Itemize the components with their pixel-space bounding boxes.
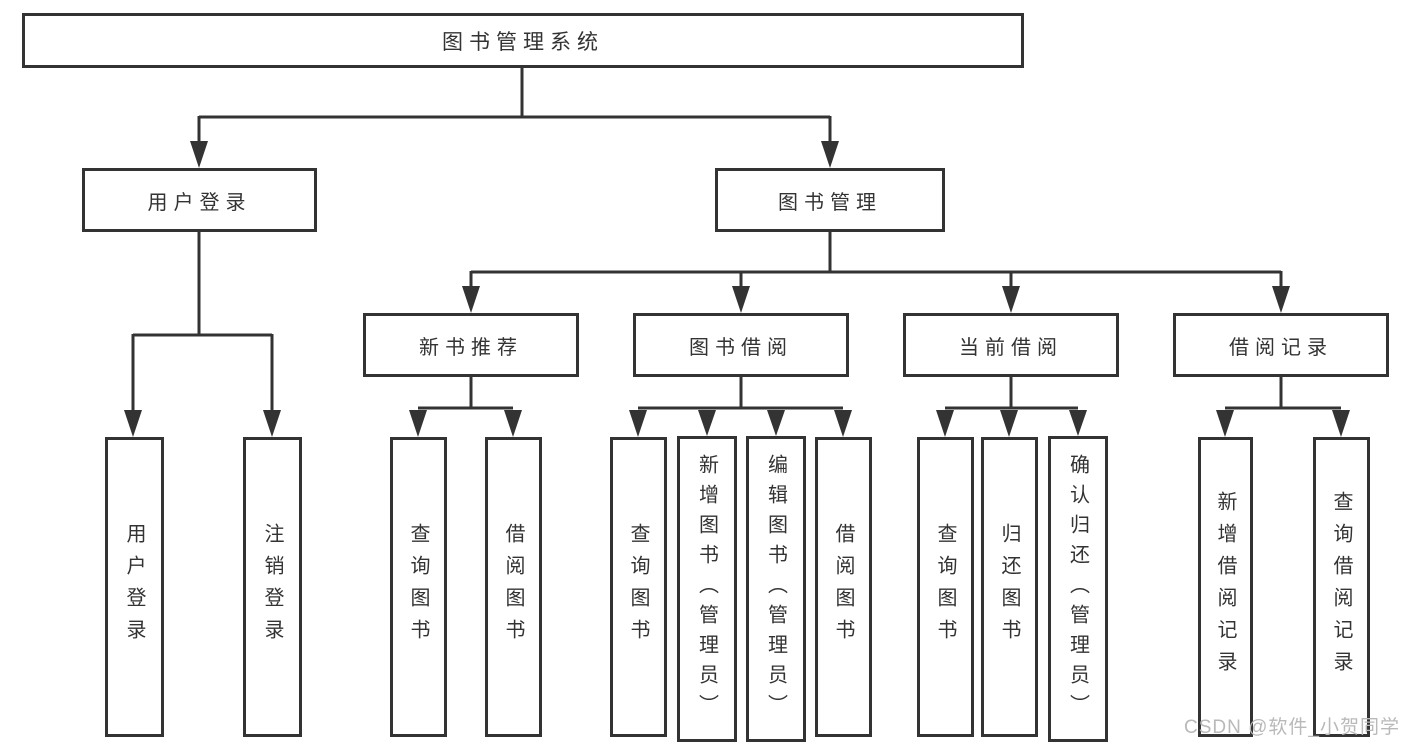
leaf-records-add-record: 新增借阅记录 <box>1198 437 1253 737</box>
leaf-recommend-query-books-label: 查询图书 <box>407 523 429 651</box>
node-book-management: 图书管理 <box>715 168 945 232</box>
leaf-current-confirm-return-admin-label: 确认归还（管理员） <box>1066 454 1089 724</box>
csdn-watermark: CSDN @软件_小贺同学 <box>1184 717 1400 738</box>
leaf-borrowing-query-books-label: 查询图书 <box>627 523 649 651</box>
leaf-recommend-borrow-books-label: 借阅图书 <box>502 523 524 651</box>
leaf-current-query-books: 查询图书 <box>917 437 974 737</box>
node-library-management-system: 图书管理系统 <box>22 13 1024 68</box>
leaf-borrowing-edit-books-admin-label: 编辑图书（管理员） <box>764 454 787 724</box>
leaf-user-login: 用户登录 <box>105 437 164 737</box>
leaf-borrowing-add-books-admin-label: 新增图书（管理员） <box>695 454 718 724</box>
leaf-current-return-books: 归还图书 <box>981 437 1038 737</box>
leaf-logout-label: 注销登录 <box>261 523 283 651</box>
leaf-borrowing-add-books-admin: 新增图书（管理员） <box>677 436 737 742</box>
arrowheads <box>124 141 1350 437</box>
connector-level3-to-leaves <box>418 376 1341 410</box>
leaf-user-login-label: 用户登录 <box>123 523 145 651</box>
leaf-current-confirm-return-admin: 确认归还（管理员） <box>1048 436 1108 742</box>
leaf-current-query-books-label: 查询图书 <box>934 523 956 651</box>
leaf-recommend-query-books: 查询图书 <box>390 437 447 737</box>
node-user-login-group: 用户登录 <box>82 168 317 232</box>
connector-user-login-to-leaves <box>131 231 274 411</box>
connector-root-to-level2 <box>197 67 832 143</box>
leaf-borrowing-borrow-books-label: 借阅图书 <box>832 523 854 651</box>
node-new-book-recommend: 新书推荐 <box>363 313 579 377</box>
leaf-records-query-record: 查询借阅记录 <box>1313 437 1370 737</box>
leaf-borrowing-edit-books-admin: 编辑图书（管理员） <box>746 436 806 742</box>
leaf-recommend-borrow-books: 借阅图书 <box>485 437 542 737</box>
leaf-records-query-record-label: 查询借阅记录 <box>1330 491 1352 683</box>
leaf-current-return-books-label: 归还图书 <box>998 523 1020 651</box>
node-current-borrowing: 当前借阅 <box>903 313 1119 377</box>
connector-book-management-to-level3 <box>469 231 1283 288</box>
leaf-records-add-record-label: 新增借阅记录 <box>1214 491 1236 683</box>
leaf-logout: 注销登录 <box>243 437 302 737</box>
leaf-borrowing-borrow-books: 借阅图书 <box>815 437 872 737</box>
leaf-borrowing-query-books: 查询图书 <box>610 437 667 737</box>
node-borrowing-records: 借阅记录 <box>1173 313 1389 377</box>
node-book-borrowing: 图书借阅 <box>633 313 849 377</box>
